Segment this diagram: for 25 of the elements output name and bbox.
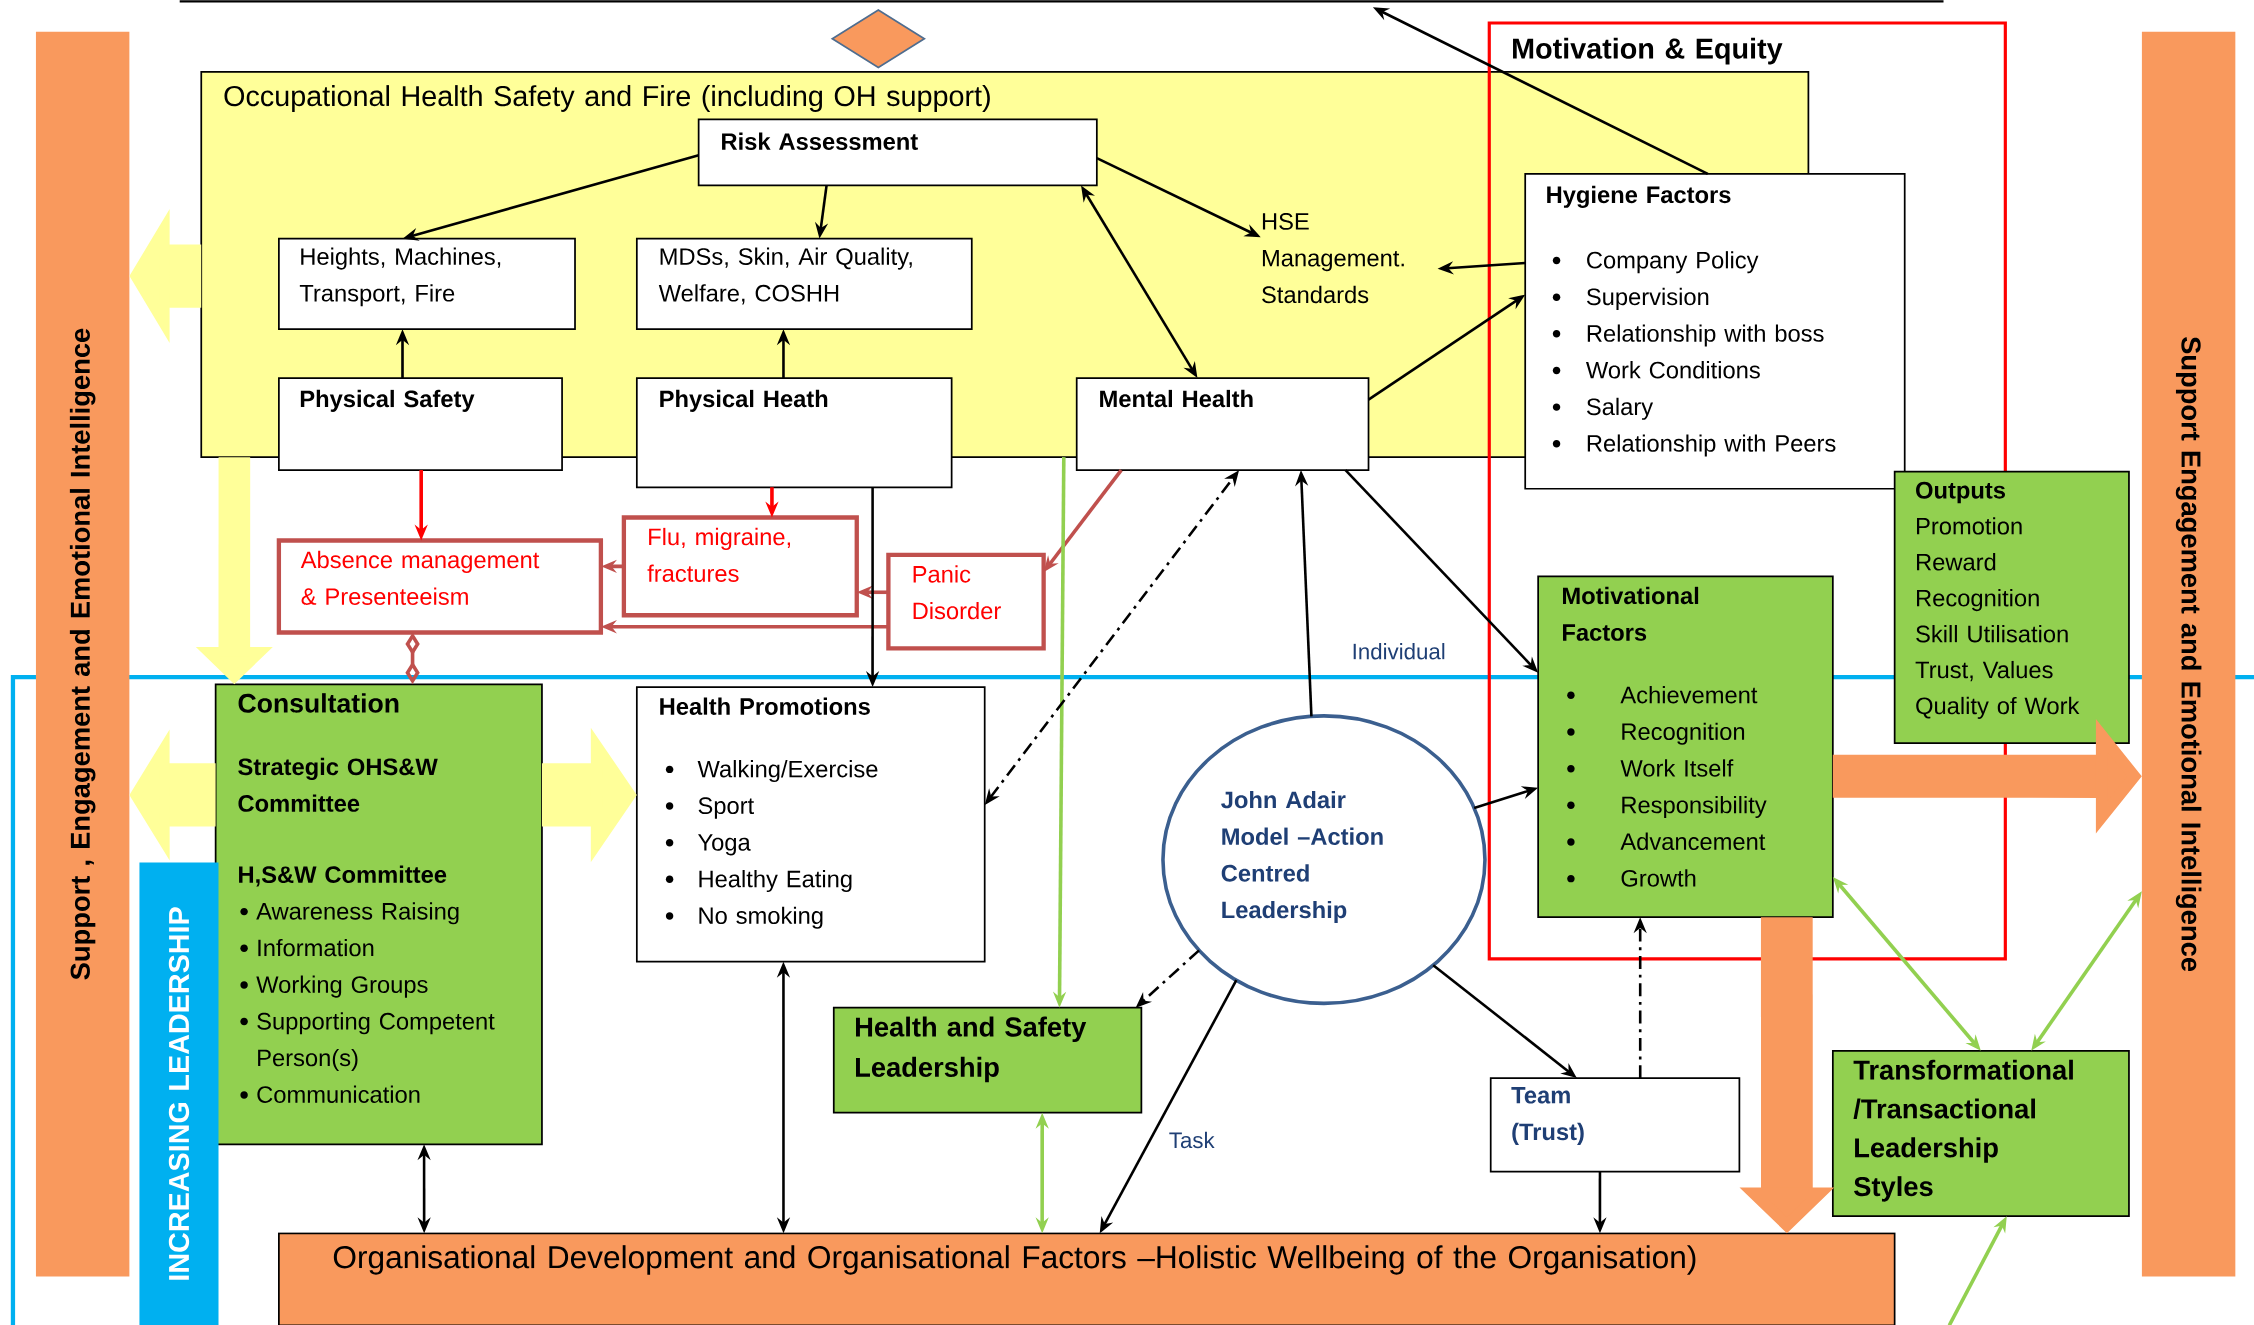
process-box: Transformational /Transactional Leadership Styles — [1831, 1049, 2130, 1217]
process-box: Physical Safety — [278, 377, 563, 471]
node-text: HSE Management. Standards — [1262, 212, 1404, 303]
process-box: Panic Disorder — [886, 552, 1046, 651]
process-box: Health and Safety Leadership — [832, 1006, 1143, 1114]
process-box: Outputs Promotion Reward Recognition Skill Utilisation Trust, Values Quality of Work — [1893, 470, 2130, 744]
banner-bar: Organisational Development and Organisational Factors –Holistic Wellbeing of the Organisation) — [278, 1232, 1896, 1325]
process-box: Hygiene Factors Company Policy Supervision Relationship with boss Work Conditions Salary Relationship with Peers — [1524, 172, 1906, 490]
process-box: Flu, migraine, fractures — [621, 515, 859, 618]
process-box: Heights, Machines, Transport, Fire — [278, 237, 576, 330]
process-box: MDSs, Skin, Air Quality, Welfare, COSHH — [635, 237, 973, 330]
process-box: Team (Trust) — [1489, 1077, 1741, 1173]
process-box: Risk Assessment — [697, 118, 1098, 187]
process-box: Physical Heath — [635, 377, 953, 488]
process-box: Consultation Strategic OHS&W Committee H,S&W Committee Awareness Raising Information Working Groups Supporting Competent Person(s) Communication — [214, 683, 543, 1145]
edge-label: Task — [1165, 1128, 1218, 1151]
process-box: Mental Health — [1075, 377, 1370, 471]
process-box: Health Promotions Walking/Exercise Sport Yoga Healthy Eating No smoking — [635, 686, 986, 963]
side-bar: Support Engagement and Emotional Intelligence — [2141, 31, 2236, 1277]
process-box: Absence management & Presenteeism — [276, 538, 604, 635]
side-bar: INCREASING LEADERSHIP — [139, 862, 219, 1325]
edge-label: Individual — [1348, 639, 1449, 663]
process-box: Motivational Factors Achievement Recognition Work Itself Responsibility Advancement Growth — [1537, 575, 1834, 918]
diamond-shape — [830, 8, 926, 69]
side-bar: Support , Engagement and Emotional Intelligence — [35, 31, 130, 1277]
